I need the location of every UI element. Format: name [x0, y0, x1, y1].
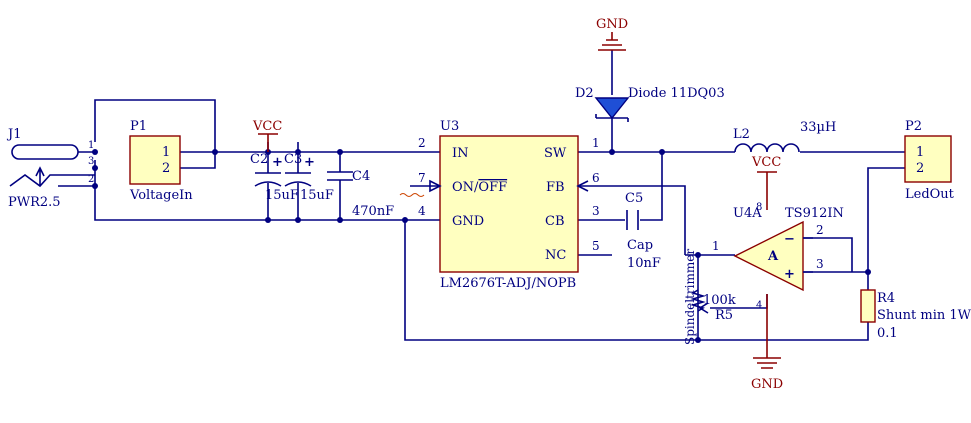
c2-value: 15uF	[265, 188, 299, 203]
j1-pin-3: 3	[88, 156, 94, 167]
u4-plus: +	[784, 267, 795, 282]
p1-ref: P1	[130, 119, 147, 134]
p1-pin-2: 2	[162, 161, 170, 176]
d2-diode: D2 Diode 11DQ03	[575, 86, 725, 122]
u3-num-fb: 6	[592, 171, 600, 185]
c3-ref: C3	[284, 152, 302, 167]
j1-ref: J1	[6, 127, 21, 142]
r5-type: Spindeltrimmer	[683, 249, 697, 345]
p2-connector: 1 2 P2 LedOut	[904, 119, 955, 202]
u3-pin-sw: SW	[544, 146, 567, 161]
j1-power-jack: J1 PWR2.5 1 3 2	[6, 127, 95, 210]
gnd-bottom-label: GND	[751, 377, 783, 392]
u4-pin-plus: 3	[816, 257, 824, 271]
u4-pin-minus: 2	[816, 223, 824, 237]
p1-connector: 1 2 P1 VoltageIn	[129, 119, 193, 203]
c4-value: 470nF	[352, 204, 394, 219]
u3-pin-on-off: ON/OFF	[452, 180, 507, 195]
u4-value: TS912IN	[785, 206, 844, 221]
gnd-top-symbol: GND	[596, 17, 628, 51]
wires	[94, 50, 905, 358]
p1-pin-1: 1	[162, 145, 170, 160]
gnd-bottom-symbol: GND	[751, 357, 783, 392]
l2-ref: L2	[733, 127, 750, 142]
p2-pin-1: 1	[916, 145, 924, 160]
r4-ref: R4	[877, 291, 895, 306]
c5-ref: C5	[625, 191, 643, 206]
u3-num-sw: 1	[592, 136, 600, 150]
j1-pin-1: 1	[88, 140, 94, 151]
c5-value2: 10nF	[627, 256, 661, 271]
u3-num-in: 2	[418, 136, 426, 150]
c5-capacitor: C5 Cap 10nF	[625, 191, 661, 271]
r4-value2: 0.1	[877, 326, 898, 341]
u4-pin-v: 8	[756, 202, 762, 213]
u3-pin-in: IN	[452, 146, 469, 161]
vcc-u4-label: VCC	[751, 155, 781, 170]
l2-inductor: L2 33µH	[733, 120, 836, 153]
c2-plus: +	[272, 155, 283, 170]
u4-unit: A	[767, 249, 779, 264]
c2-capacitor: + C2 15uF	[250, 152, 299, 203]
l2-value: 33µH	[800, 120, 836, 135]
p2-ref: P2	[905, 119, 922, 134]
d2-value: Diode 11DQ03	[628, 86, 725, 101]
c5-value: Cap	[627, 238, 653, 253]
vcc-c2-label: VCC	[252, 119, 282, 134]
c4-ref: C4	[352, 169, 370, 184]
u3-num-nc: 5	[592, 239, 600, 253]
u3-pin-cb: CB	[545, 214, 565, 229]
r4-value: Shunt min 1W	[877, 308, 971, 323]
p2-pin-2: 2	[916, 161, 924, 176]
u3-num-cb: 3	[592, 204, 600, 218]
u4-minus: −	[784, 232, 795, 247]
gnd-top-label: GND	[596, 17, 628, 32]
vcc-symbol-c2: VCC	[252, 119, 282, 152]
junction-dots	[92, 149, 871, 343]
d2-ref: D2	[575, 86, 594, 101]
u3-regulator: U3 LM2676T-ADJ/NOPB IN ON/OFF GND SW FB …	[399, 119, 600, 291]
c2-ref: C2	[250, 152, 268, 167]
r5-trimmer: 100k R5 Spindeltrimmer	[683, 249, 736, 345]
j1-value: PWR2.5	[8, 195, 61, 210]
u3-ref: U3	[440, 119, 459, 134]
u3-num-gnd: 4	[418, 204, 426, 218]
r5-value: 100k	[703, 293, 736, 308]
u4-pin-out: 1	[712, 239, 720, 253]
u3-pin-nc: NC	[545, 248, 566, 263]
c3-value: 15uF	[300, 188, 334, 203]
c4-capacitor: C4 470nF	[327, 169, 394, 219]
vcc-symbol-u4: VCC	[751, 155, 781, 178]
u4-ref: U4A	[733, 206, 762, 221]
c3-capacitor: + C3 15uF	[284, 152, 334, 203]
p1-value: VoltageIn	[129, 188, 193, 203]
u4-pin-g: 4	[756, 300, 762, 311]
u4-opamp: U4A TS912IN A − + 1 2 3 8 4	[712, 202, 844, 311]
u3-value: LM2676T-ADJ/NOPB	[440, 276, 576, 291]
u3-pin-gnd: GND	[452, 214, 484, 229]
u3-pin-fb: FB	[546, 180, 565, 195]
u3-num-on: 7	[418, 171, 426, 185]
p2-value: LedOut	[905, 187, 955, 202]
j1-pin-2: 2	[88, 174, 94, 185]
r5-ref: R5	[715, 308, 733, 323]
r4-shunt: R4 Shunt min 1W 0.1	[860, 289, 971, 341]
c3-plus: +	[304, 155, 315, 170]
